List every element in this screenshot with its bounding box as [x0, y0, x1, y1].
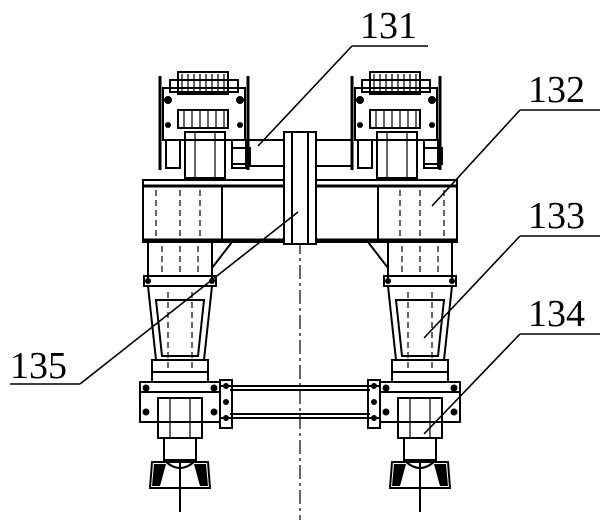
- callout-135: 135: [10, 211, 299, 387]
- drive-unit-right: [350, 71, 443, 179]
- label-135: 135: [10, 345, 67, 387]
- lower-tie-beam: [219, 379, 381, 429]
- lower-carriage-right: [379, 381, 461, 469]
- callout-133: 133: [423, 195, 600, 339]
- label-133: 133: [528, 195, 585, 237]
- rail-shoe-right: [388, 461, 452, 512]
- label-134: 134: [528, 293, 585, 335]
- label-132: 132: [528, 69, 585, 111]
- callout-131: 131: [257, 5, 428, 147]
- leg-right: [367, 241, 457, 383]
- leg-left: [143, 241, 233, 383]
- central-shaft: [283, 131, 317, 245]
- drive-unit-left: [158, 71, 251, 179]
- rail-shoe-left: [148, 461, 212, 512]
- callout-134: 134: [423, 293, 600, 435]
- label-131: 131: [360, 5, 417, 47]
- lower-carriage-left: [139, 381, 221, 469]
- callout-132: 132: [431, 69, 600, 207]
